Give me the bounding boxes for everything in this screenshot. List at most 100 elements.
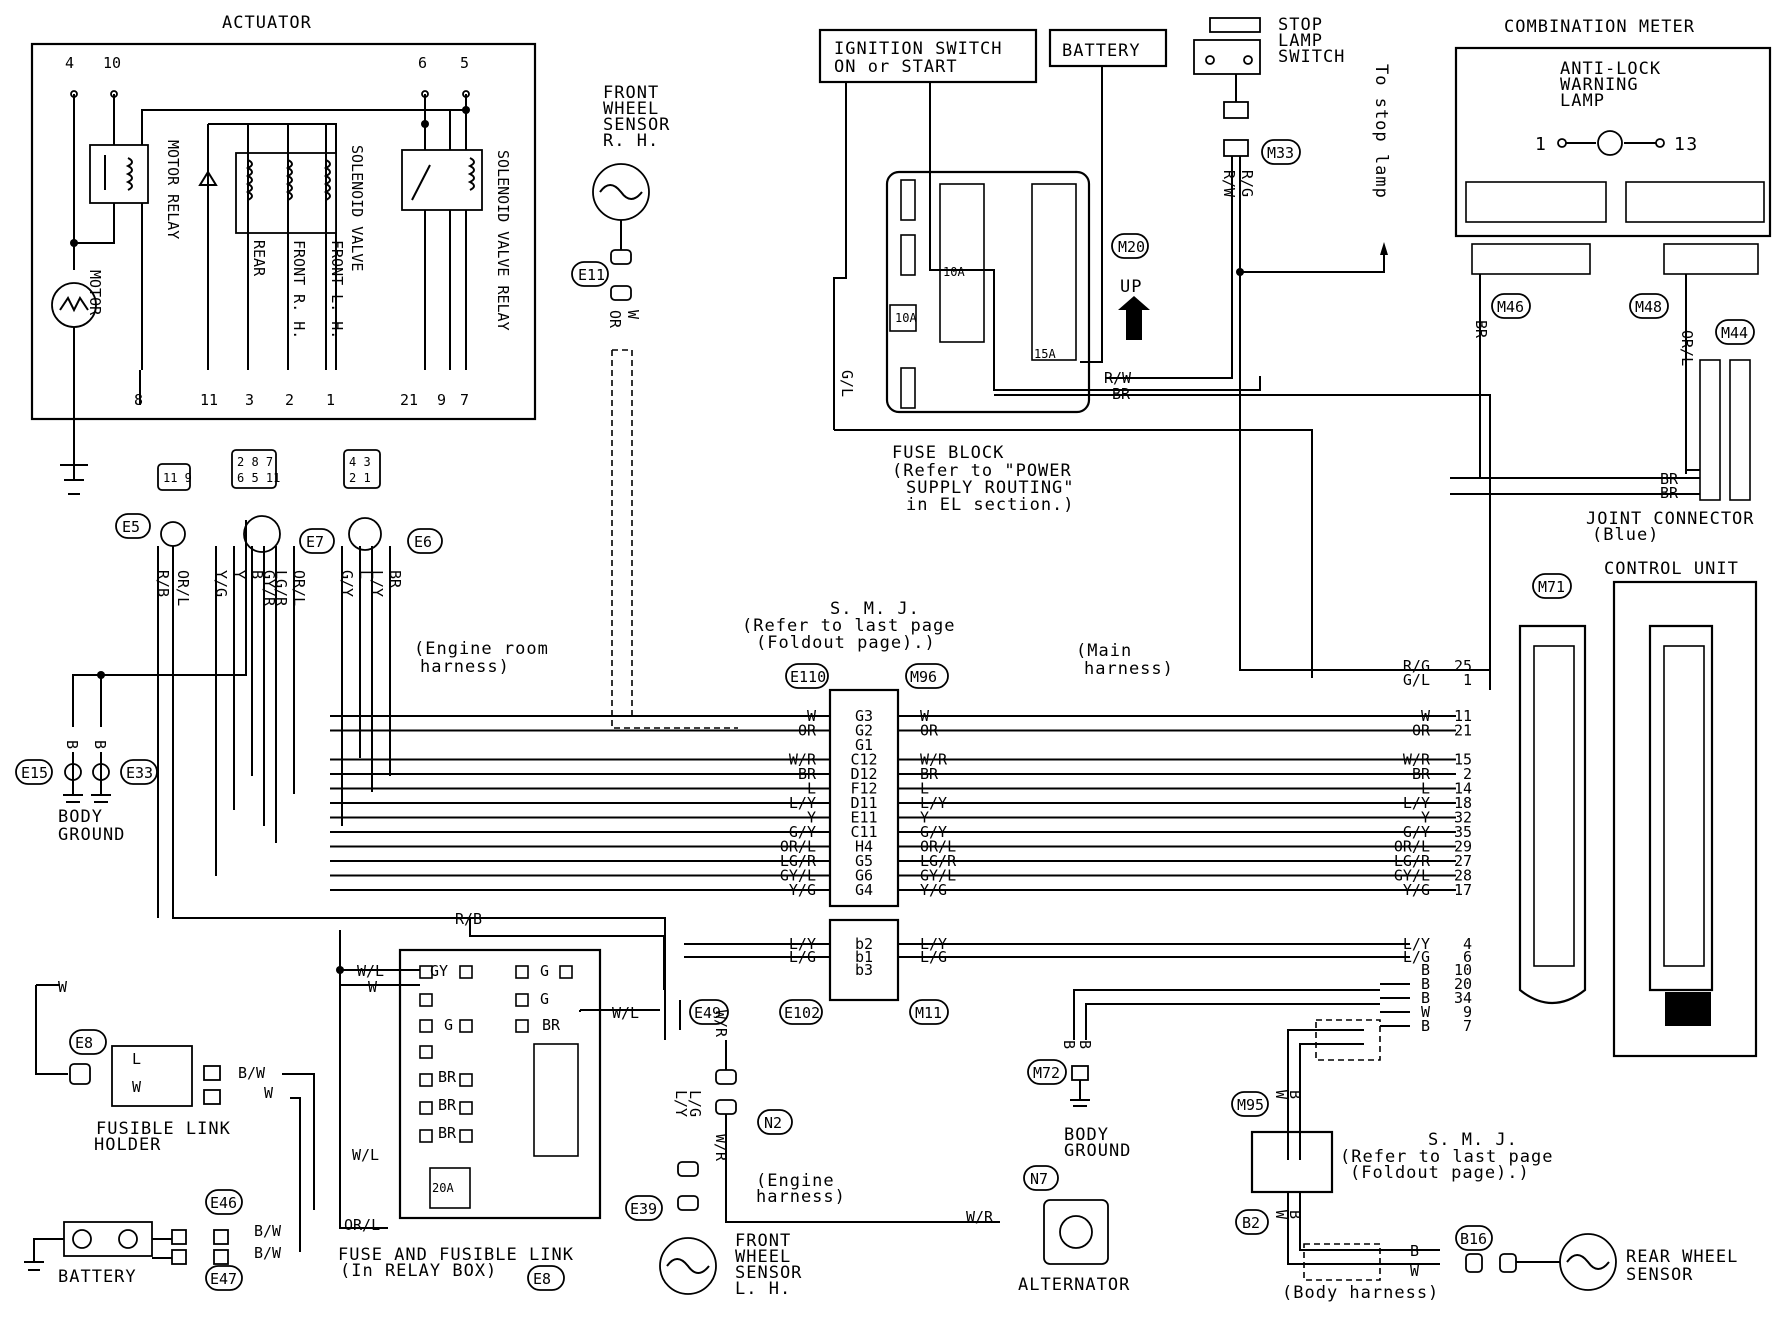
cu-pin-number: 34 bbox=[1454, 989, 1472, 1007]
engine-room-wire-labels: R/B OR/L Y/G Y B GY/R LG/R OR/L G/Y L L/… bbox=[154, 570, 549, 677]
svg-text:BR: BR bbox=[438, 1068, 457, 1086]
svg-text:E15: E15 bbox=[21, 764, 48, 782]
svg-text:To stop lamp: To stop lamp bbox=[1371, 64, 1391, 199]
cu-wire: W bbox=[1421, 1003, 1431, 1021]
svg-text:in EL section.): in EL section.) bbox=[906, 495, 1075, 515]
front-rh-label: FRONT R. H. bbox=[290, 240, 308, 339]
svg-text:E33: E33 bbox=[126, 764, 153, 782]
svg-text:E8: E8 bbox=[75, 1034, 93, 1052]
svg-text:20A: 20A bbox=[432, 1181, 454, 1195]
svg-text:W: W bbox=[1272, 1210, 1290, 1220]
smj-pin: G2 bbox=[855, 722, 873, 740]
svg-text:B: B bbox=[1410, 1242, 1419, 1260]
svg-text:R/W: R/W bbox=[1220, 170, 1238, 198]
cu-pin-number: 14 bbox=[1454, 780, 1472, 798]
svg-text:B: B bbox=[91, 740, 109, 749]
svg-text:FUSE BLOCK: FUSE BLOCK bbox=[892, 443, 1004, 463]
svg-text:G: G bbox=[540, 990, 549, 1008]
svg-text:(Refer to "POWER: (Refer to "POWER bbox=[892, 461, 1072, 481]
svg-text:ON or START: ON or START bbox=[834, 57, 958, 77]
svg-text:W: W bbox=[1410, 1262, 1420, 1280]
svg-text:(Foldout page).): (Foldout page).) bbox=[756, 633, 936, 653]
svg-text:HOLDER: HOLDER bbox=[94, 1135, 161, 1155]
svg-text:ANTI-LOCK: ANTI-LOCK bbox=[1560, 59, 1661, 79]
svg-text:1: 1 bbox=[1535, 134, 1547, 155]
smj-pin: G5 bbox=[855, 852, 873, 870]
cu-pin-number: 10 bbox=[1454, 961, 1472, 979]
svg-text:S. M. J.: S. M. J. bbox=[1428, 1130, 1518, 1150]
svg-text:B/W: B/W bbox=[238, 1064, 266, 1082]
svg-text:B2: B2 bbox=[1242, 1214, 1260, 1232]
svg-text:15A: 15A bbox=[1034, 347, 1056, 361]
svg-text:L/Y: L/Y bbox=[368, 570, 386, 597]
cu-wire: B bbox=[1421, 961, 1430, 979]
pin-2: 2 bbox=[285, 391, 294, 409]
svg-text:G: G bbox=[540, 962, 549, 980]
cu-wire: G/L bbox=[1403, 671, 1430, 689]
smj-pin: G4 bbox=[855, 881, 873, 899]
svg-text:10A: 10A bbox=[895, 311, 917, 325]
e6-face-top: 4 3 bbox=[349, 455, 371, 469]
rear-wheel-sensor: M95 W B S. M. J. (Refer to last page (Fo… bbox=[1231, 1019, 1738, 1303]
svg-text:E47: E47 bbox=[210, 1270, 237, 1288]
svg-text:M95: M95 bbox=[1237, 1096, 1264, 1114]
svg-text:S. M. J.: S. M. J. bbox=[830, 599, 920, 619]
svg-text:(In RELAY BOX): (In RELAY BOX) bbox=[340, 1261, 497, 1281]
svg-text:OR: OR bbox=[606, 310, 624, 329]
svg-text:N7: N7 bbox=[1030, 1170, 1048, 1188]
actuator: ACTUATOR 4 10 6 5 8 11 3 2 1 21 9 7 bbox=[30, 13, 537, 495]
smj-pin: G3 bbox=[855, 707, 873, 725]
svg-text:E102: E102 bbox=[784, 1004, 820, 1022]
fuse-block-area: IGNITION SWITCH ON or START BATTERY 10A … bbox=[818, 28, 1491, 690]
svg-text:OR/L: OR/L bbox=[174, 570, 192, 606]
engine-room-harness-1: (Engine room bbox=[414, 639, 549, 659]
svg-text:FRONT: FRONT bbox=[735, 1231, 791, 1251]
svg-text:LG/R: LG/R bbox=[272, 570, 290, 607]
cu-pin-number: 2 bbox=[1463, 765, 1472, 783]
svg-text:SUPPLY ROUTING": SUPPLY ROUTING" bbox=[906, 478, 1075, 498]
svg-text:W: W bbox=[132, 1078, 142, 1096]
e6-face-bottom: 2 1 bbox=[349, 471, 371, 485]
pin-4: 4 bbox=[65, 54, 74, 72]
pin-21: 21 bbox=[400, 391, 418, 409]
svg-text:REAR WHEEL: REAR WHEEL bbox=[1626, 1247, 1738, 1267]
svg-text:E39: E39 bbox=[630, 1200, 657, 1218]
svg-text:W/L: W/L bbox=[612, 1004, 639, 1022]
pin-10: 10 bbox=[103, 54, 121, 72]
svg-text:M71: M71 bbox=[1538, 578, 1565, 596]
smj2-pin: b1 bbox=[855, 948, 873, 966]
svg-text:W: W bbox=[58, 978, 68, 996]
cu-wire: L/G bbox=[1403, 948, 1430, 966]
cu-pin-number: 6 bbox=[1463, 948, 1472, 966]
svg-text:B16: B16 bbox=[1460, 1230, 1487, 1248]
svg-text:W: W bbox=[264, 1084, 274, 1102]
svg-text:E11: E11 bbox=[578, 266, 605, 284]
smj-pin: C11 bbox=[850, 823, 877, 841]
svg-text:L. H.: L. H. bbox=[735, 1279, 791, 1299]
svg-text:W: W bbox=[1272, 1090, 1290, 1100]
svg-text:M33: M33 bbox=[1267, 144, 1294, 162]
svg-text:B: B bbox=[1076, 1040, 1094, 1049]
svg-text:WHEEL: WHEEL bbox=[603, 99, 659, 119]
svg-text:B/W: B/W bbox=[254, 1244, 282, 1262]
pin-8: 8 bbox=[134, 391, 143, 409]
svg-text:R/B: R/B bbox=[154, 570, 172, 597]
svg-text:(Refer to last page: (Refer to last page bbox=[1340, 1147, 1553, 1167]
cu-pin-number: 32 bbox=[1454, 809, 1472, 827]
svg-text:COMBINATION METER: COMBINATION METER bbox=[1504, 17, 1695, 37]
svg-text:CONTROL UNIT: CONTROL UNIT bbox=[1604, 559, 1739, 579]
svg-text:SWITCH: SWITCH bbox=[1278, 47, 1345, 67]
engine-room-harness-2: harness) bbox=[420, 657, 510, 677]
cu-pin-number: 28 bbox=[1454, 867, 1472, 885]
cu-pin-number: 9 bbox=[1463, 1003, 1472, 1021]
front-lh-label: FRONT L. H. bbox=[328, 240, 346, 339]
fuse-relay-box: R/B W/L W W GY G G G BR BR BR BR 20A W/L… bbox=[36, 910, 666, 1291]
svg-text:UP: UP bbox=[1120, 277, 1142, 297]
conn-e6: E6 bbox=[414, 533, 432, 551]
svg-text:LAMP: LAMP bbox=[1560, 91, 1605, 111]
cu-pin-number: 1 bbox=[1463, 671, 1472, 689]
svg-text:L/Y: L/Y bbox=[672, 1090, 690, 1117]
svg-text:B/W: B/W bbox=[254, 1222, 282, 1240]
